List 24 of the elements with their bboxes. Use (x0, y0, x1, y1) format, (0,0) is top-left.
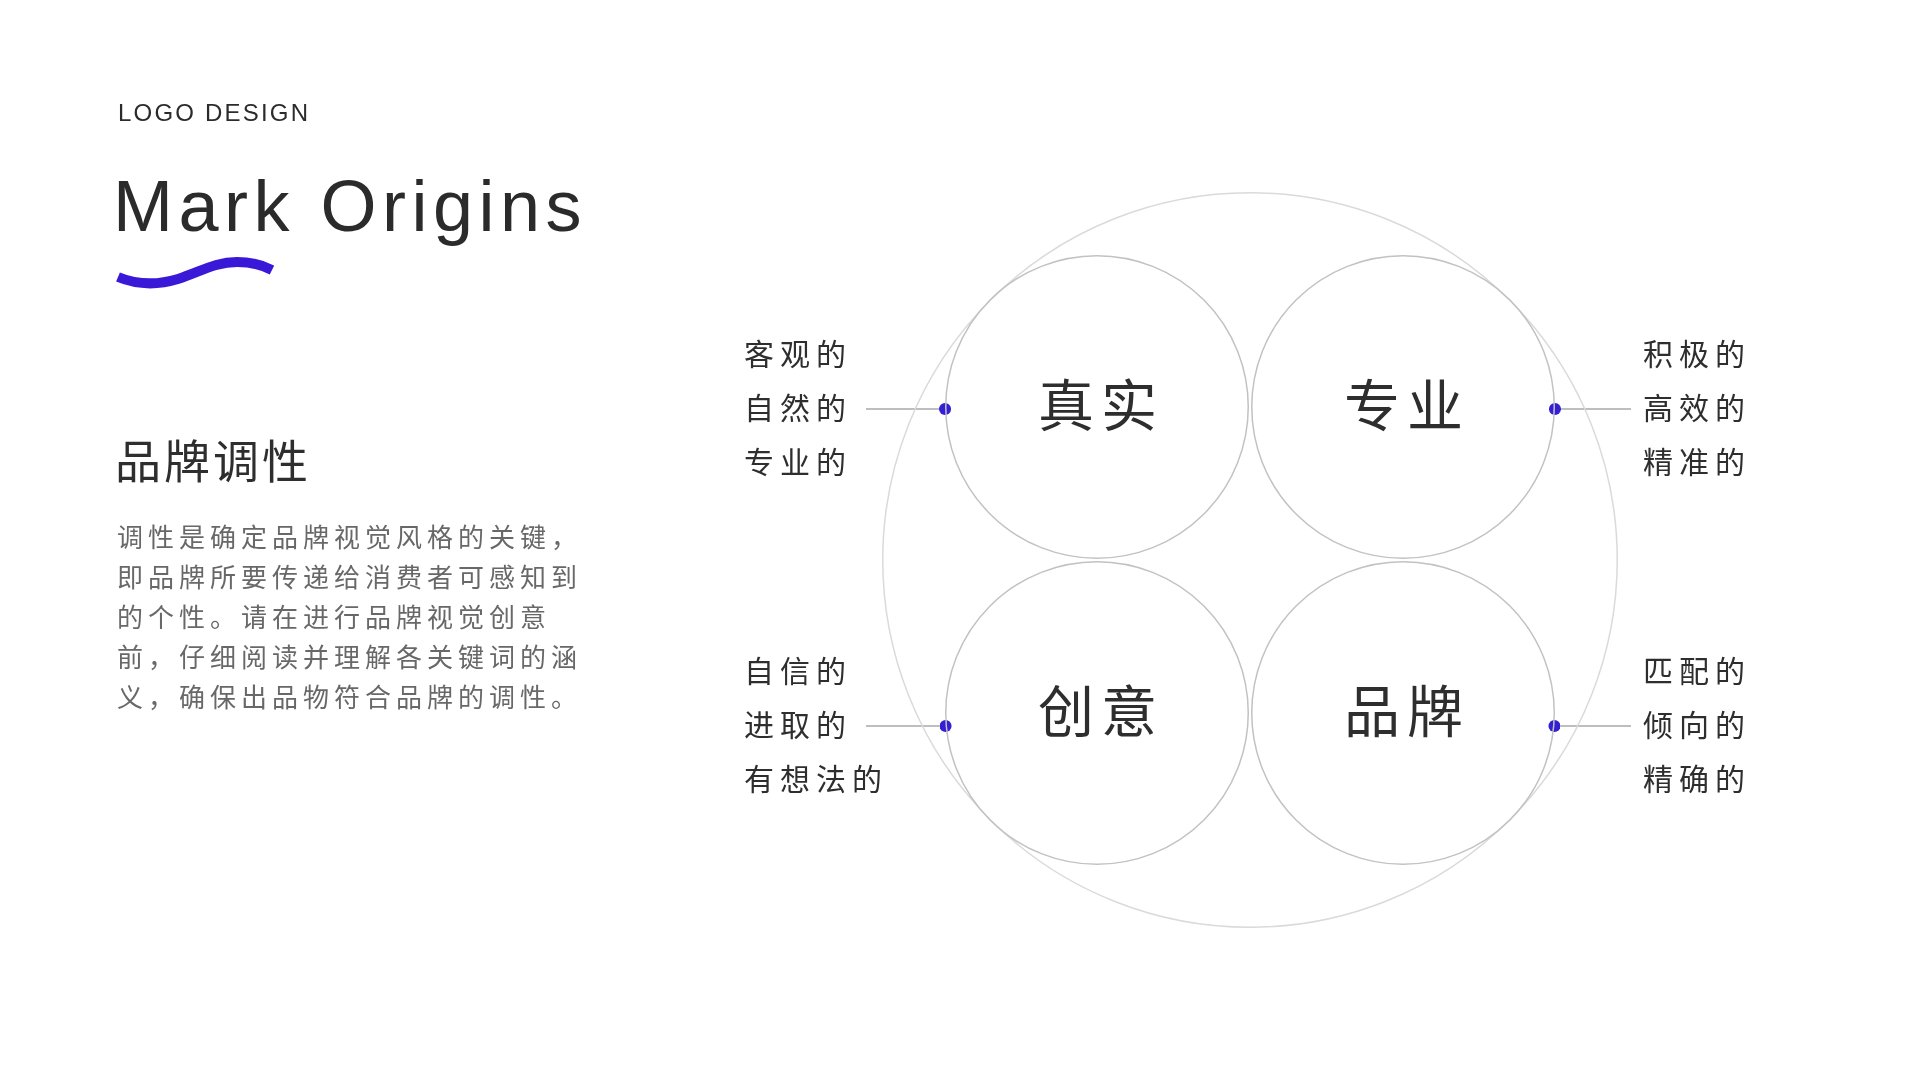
leader-line (865, 403, 951, 415)
keyword-text: 精准的 (1643, 444, 1751, 482)
section-heading: 品牌调性 (115, 434, 311, 490)
keyword-circle: 专业 (1251, 255, 1555, 559)
category-label: LOGO DESIGN (118, 101, 311, 125)
keyword-circle: 品牌 (1251, 561, 1555, 865)
keyword-text: 自然的 (744, 390, 852, 428)
keyword-text: 进取的 (744, 707, 852, 745)
keyword-text: 专业的 (744, 444, 852, 482)
leader-line (1549, 403, 1632, 415)
keyword-text: 有想法的 (744, 761, 888, 799)
keyword-text: 倾向的 (1643, 707, 1751, 745)
outer-circle (882, 192, 1618, 928)
keyword-text: 积极的 (1643, 336, 1751, 374)
leader-line (1548, 720, 1632, 732)
keyword-circle: 真实 (945, 255, 1249, 559)
body-text: 调性是确定品牌视觉风格的关键，即品牌所要传递给消费者可感知到的个性。请在进行品牌视觉创意前，仔细阅读并理解各关键词的涵义，确保出品物符合品牌的调性。 (117, 522, 583, 715)
keyword-circle: 创意 (945, 561, 1249, 865)
keyword-text: 客观的 (744, 336, 852, 374)
keyword-text: 自信的 (744, 653, 852, 691)
leader-line (865, 720, 952, 732)
keyword-text: 精确的 (1643, 761, 1751, 799)
keyword-text: 匹配的 (1643, 653, 1751, 691)
keyword-text: 高效的 (1643, 390, 1751, 428)
